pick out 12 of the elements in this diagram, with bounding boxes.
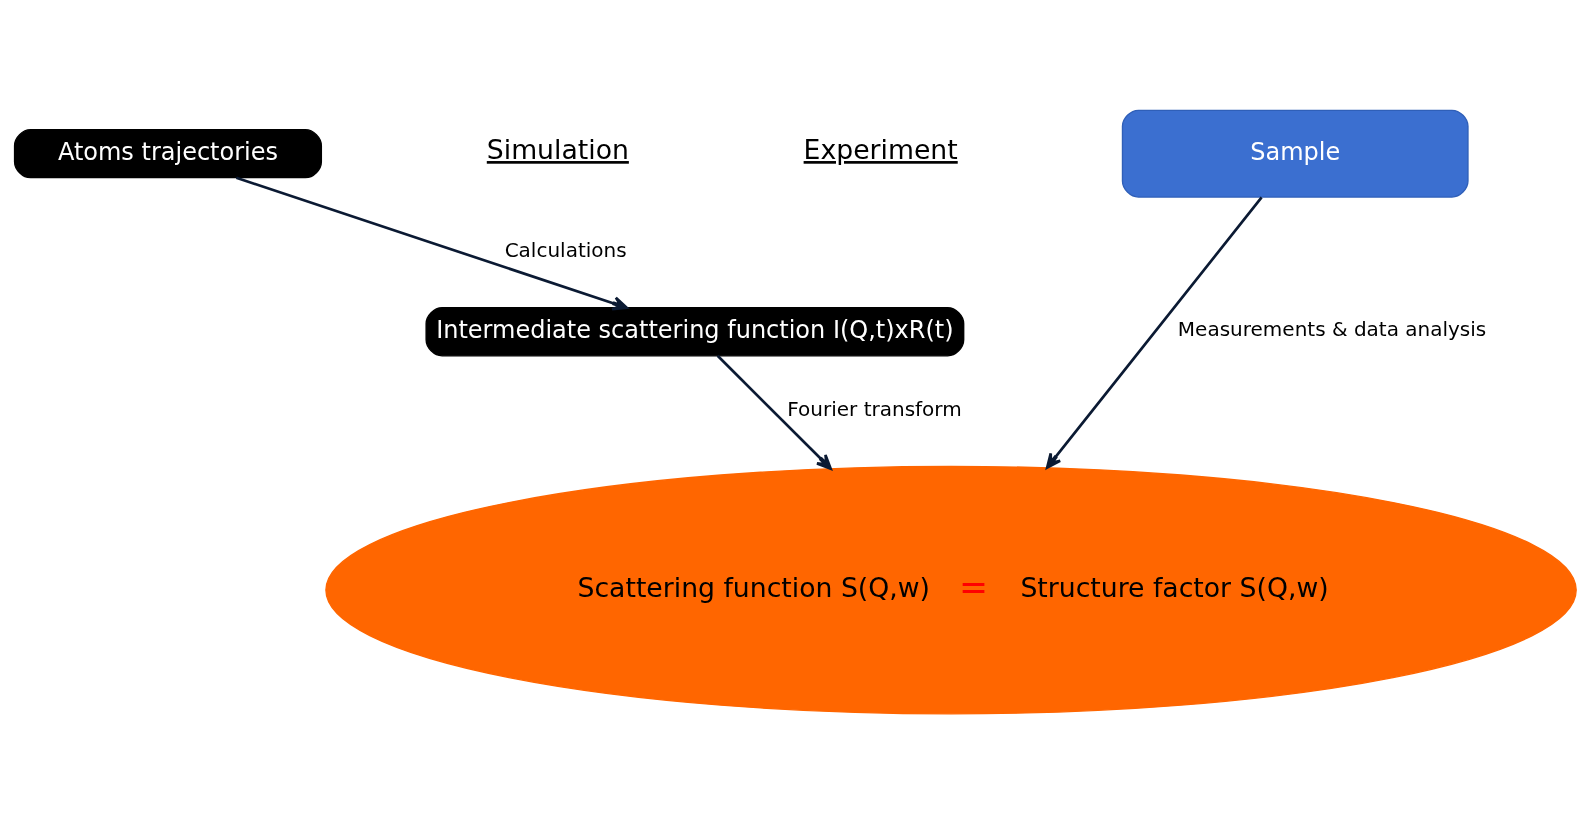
arrow — [235, 176, 628, 311]
edge-label: Fourier transform — [786, 396, 962, 421]
node-box: Sample — [1121, 109, 1469, 198]
arrow — [1045, 196, 1263, 469]
label: Simulation — [486, 134, 629, 166]
edge-label: Measurements & data analysis — [1177, 317, 1486, 342]
node-ellipse: Scattering function S(Q,w) = Structure factor S(Q,w) — [324, 465, 1577, 715]
node-box: Intermediate scattering function I(Q,t)xR(t) — [424, 307, 964, 357]
label: Experiment — [803, 134, 958, 166]
node-box: Atoms trajectories — [13, 129, 322, 179]
edge-label: Calculations — [504, 238, 627, 263]
arrow — [716, 354, 832, 470]
